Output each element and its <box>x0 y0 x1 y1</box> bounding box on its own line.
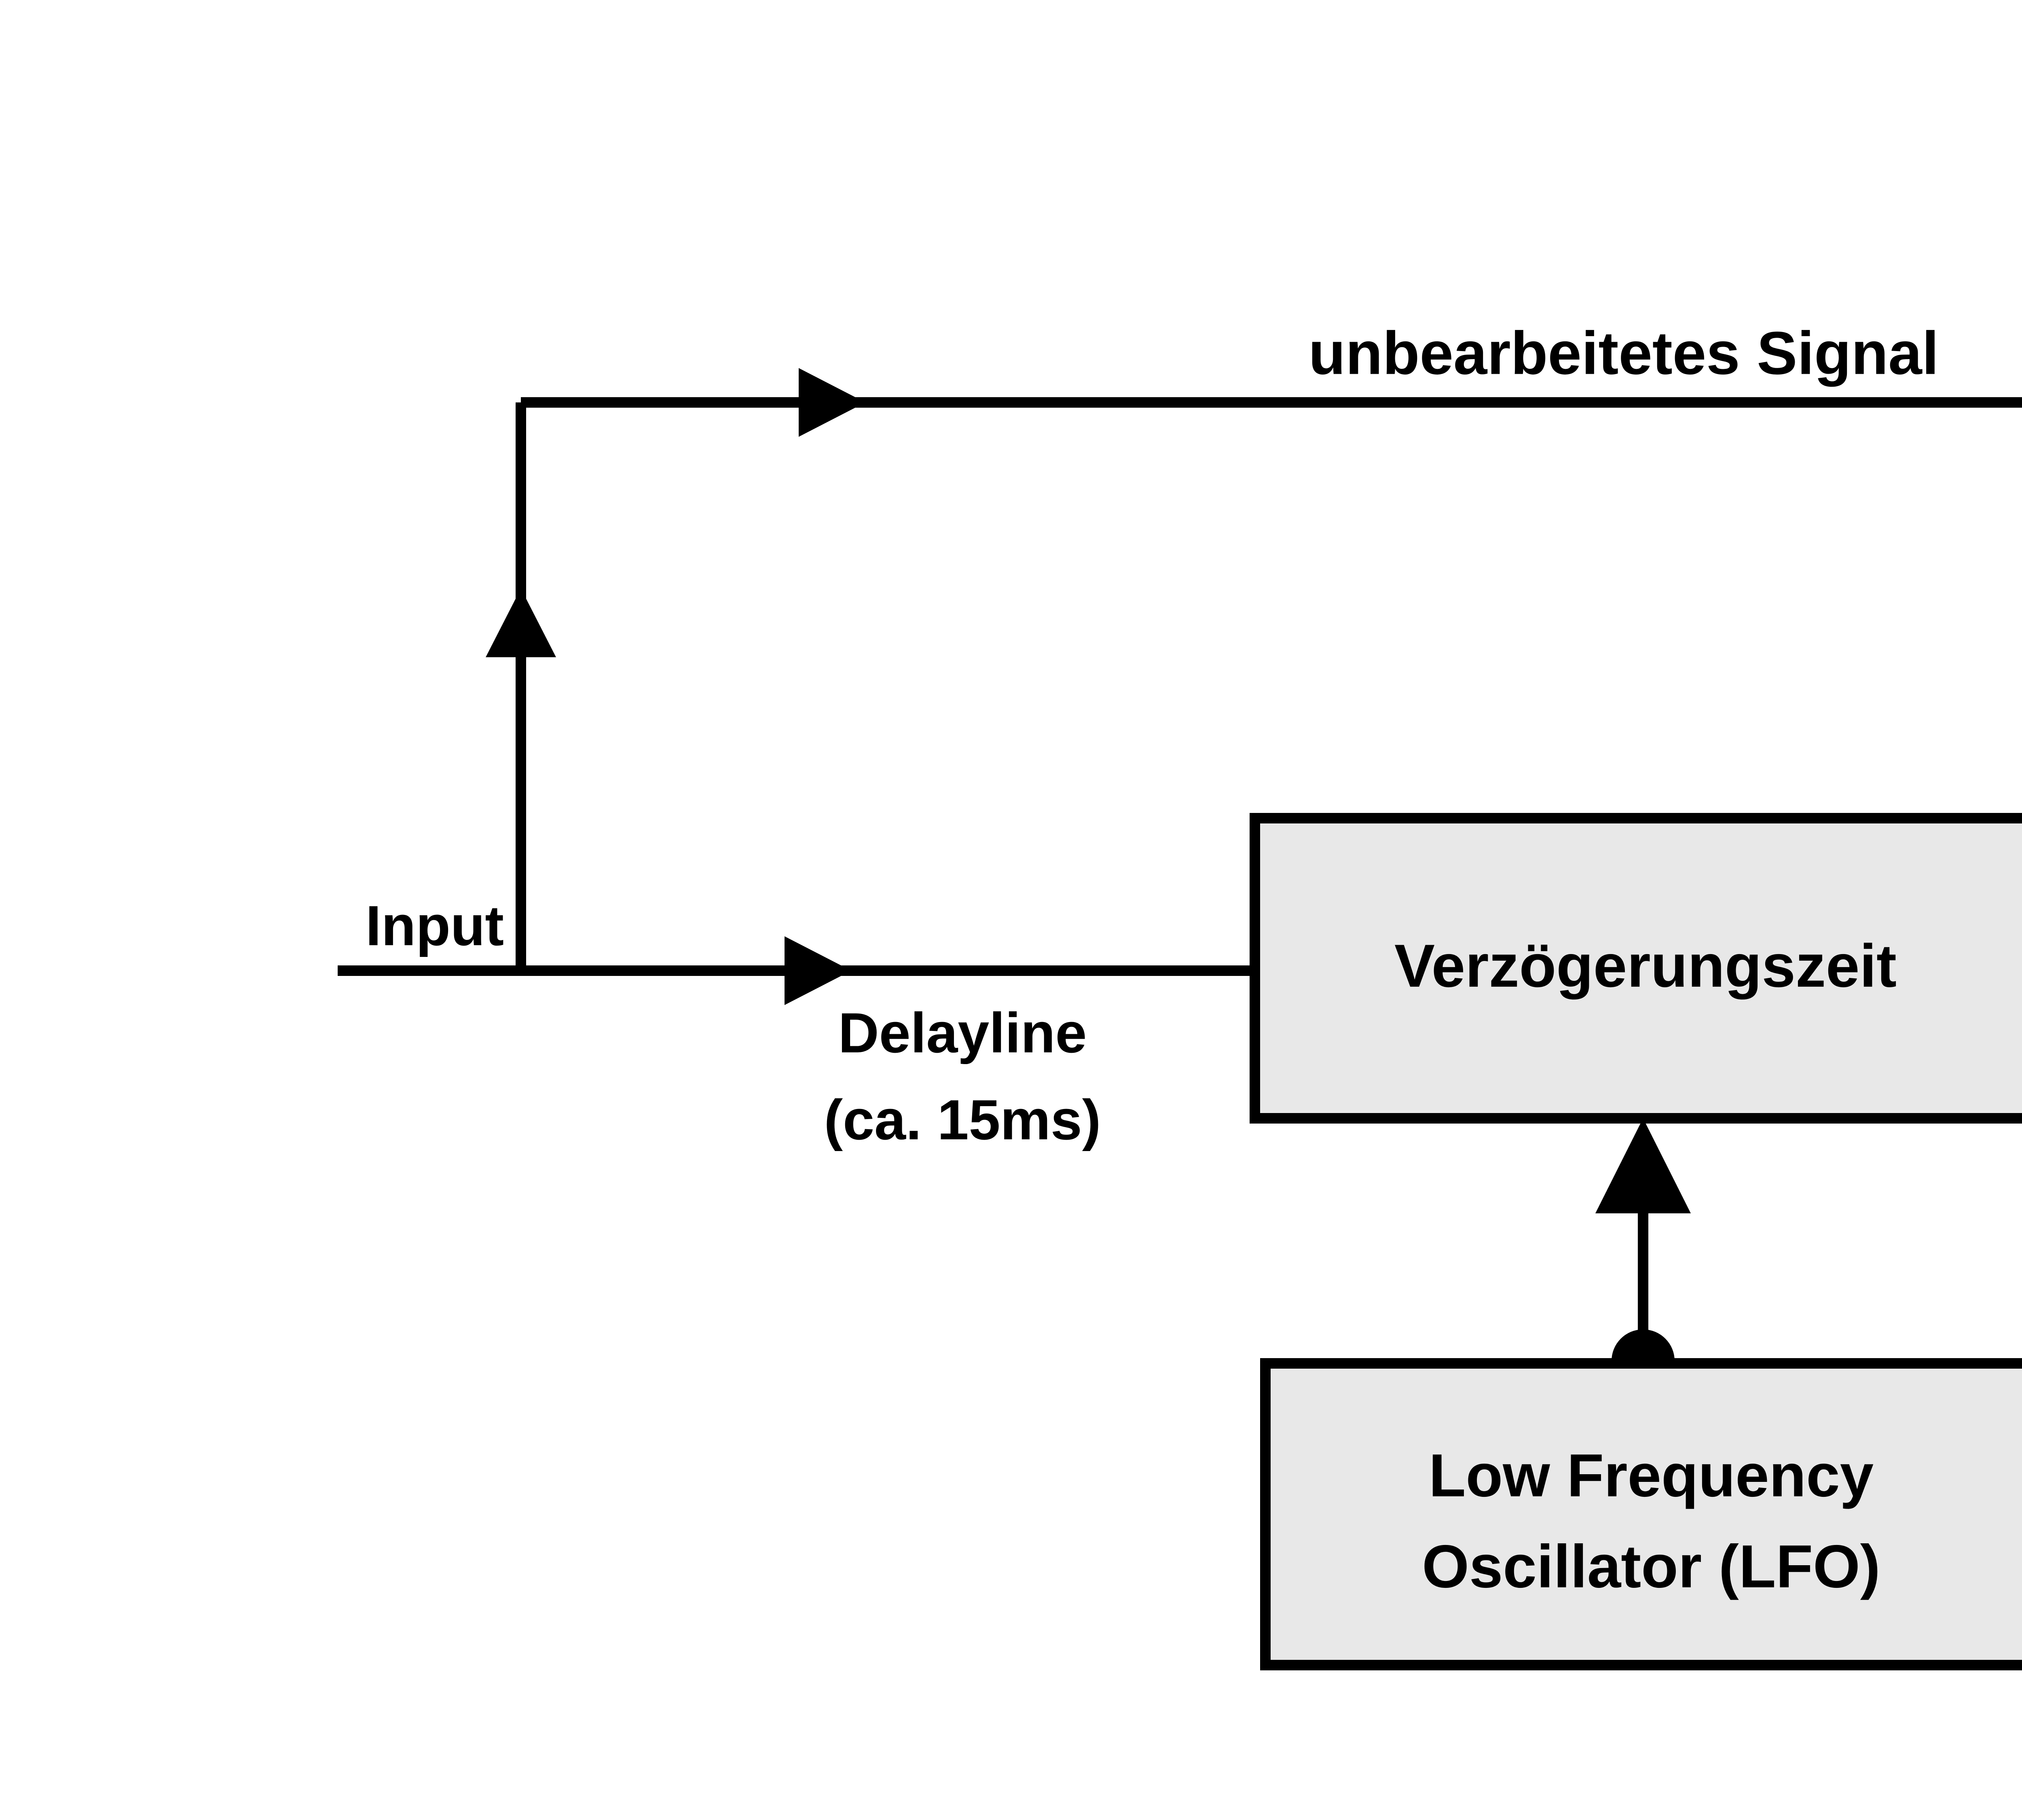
dry-path-arrowhead-1 <box>799 368 865 437</box>
lfo-box[interactable] <box>1260 1358 2022 1670</box>
lfo-modulation-arrowhead <box>1595 1118 1691 1213</box>
delayline-label-line1: Delayline <box>838 1001 1087 1064</box>
input-bus-arrowhead <box>785 936 851 1005</box>
lfo-box-label-line2: Oscillator (LFO) <box>1422 1532 1880 1600</box>
input-label: Input <box>366 894 504 957</box>
delay-time-box[interactable] <box>1250 813 2022 1124</box>
dry-signal-label: unbearbeitetes Signal <box>1309 319 1939 387</box>
delayline-label-line2: (ca. 15ms) <box>824 1088 1101 1151</box>
dry-path-up-arrowhead <box>486 588 556 657</box>
lfo-box-label-line1: Low Frequency <box>1429 1441 1874 1509</box>
delay-time-box-label: Verzögerungszeit <box>1394 932 1897 1000</box>
